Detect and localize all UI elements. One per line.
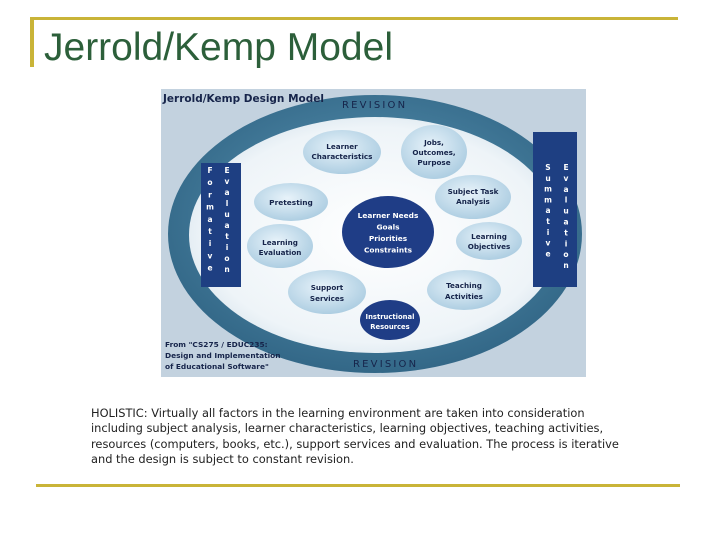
evaluation-right-letter: a [563, 218, 568, 227]
summative-letter: v [546, 239, 551, 248]
formative-letter: o [207, 178, 212, 187]
evaluation-left-letter: v [225, 177, 230, 186]
formative-letter: F [207, 166, 212, 175]
node-label-line: Teaching [446, 281, 482, 290]
pretesting-label: Pretesting [269, 198, 313, 207]
summative-evaluation-bar [533, 132, 577, 287]
evaluation-left-letter: l [226, 199, 229, 208]
summative-letter: m [544, 195, 552, 204]
source-line: From "CS275 / EDUC235: [165, 340, 268, 349]
slide-title: Jerrold/Kemp Model [44, 26, 393, 69]
summative-letter: i [547, 228, 550, 237]
node-label-line: Evaluation [259, 248, 302, 257]
summative-letter: t [546, 217, 550, 226]
node-label-line: Subject Task [448, 187, 499, 196]
source-citation: From "CS275 / EDUC235: Design and Impleme… [165, 340, 281, 371]
evaluation-left-letter: a [224, 188, 229, 197]
node-label-line: Instructional [366, 313, 415, 321]
formative-letter: a [207, 215, 212, 224]
learning-objectives-node [456, 222, 522, 260]
summative-letter: m [544, 185, 552, 194]
node-label-line: Services [310, 294, 344, 303]
summative-letter: e [545, 249, 550, 258]
node-label-line: Pretesting [269, 198, 313, 207]
source-line: Design and Implementation [165, 351, 281, 360]
node-label-line: Learning [471, 232, 507, 241]
subject-task-node [435, 175, 511, 219]
evaluation-left-letter: i [226, 243, 229, 252]
evaluation-right-letter: v [564, 174, 569, 183]
node-label-line: Resources [370, 323, 409, 331]
summative-letter: S [545, 163, 550, 172]
bottom-rule [36, 484, 680, 487]
learner-characteristics-node [303, 130, 381, 174]
evaluation-left-label: Evaluation [224, 166, 229, 274]
evaluation-left-letter: n [224, 265, 229, 274]
node-label-line: Activities [445, 292, 483, 301]
node-label-line: Objectives [468, 242, 511, 251]
node-label-line: Goals [376, 223, 400, 232]
node-label-line: Purpose [417, 158, 450, 167]
evaluation-left-letter: t [225, 232, 229, 241]
evaluation-right-label: Evaluation [563, 163, 568, 270]
learner-needs-node [342, 196, 434, 268]
evaluation-left-letter: E [224, 166, 229, 175]
summative-letter: a [545, 206, 550, 215]
evaluation-left-letter: u [224, 210, 229, 219]
jobs-outcomes-node [401, 125, 467, 179]
source-line: of Educational Software" [165, 362, 269, 371]
revision-top-label: REVISION [342, 100, 407, 111]
formative-letter: v [208, 251, 213, 260]
node-label-line: Outcomes, [412, 148, 455, 157]
teaching-activities-node [427, 270, 501, 310]
node-label-line: Characteristics [312, 152, 373, 161]
evaluation-right-letter: i [565, 239, 568, 248]
node-label-line: Support [311, 283, 344, 292]
evaluation-left-letter: a [224, 221, 229, 230]
evaluation-right-letter: a [563, 185, 568, 194]
jobs-outcomes-label: Jobs,Outcomes,Purpose [412, 138, 455, 167]
node-label-line: Jobs, [423, 138, 444, 147]
evaluation-right-letter: n [563, 261, 568, 270]
diagram-heading: Jerrold/Kemp Design Model [162, 93, 324, 105]
evaluation-left-letter: o [224, 254, 229, 263]
evaluation-right-letter: E [563, 163, 568, 172]
support-services-node [288, 270, 366, 314]
formative-letter: e [207, 264, 212, 273]
formative-letter: r [208, 190, 212, 199]
formative-letter: t [208, 227, 212, 236]
slide-caption: HOLISTIC: Virtually all factors in the l… [91, 406, 619, 467]
node-label-line: Learning [262, 238, 298, 247]
top-rule [30, 17, 678, 20]
summative-letter: u [545, 174, 550, 183]
formative-letter: i [209, 239, 212, 248]
evaluation-right-letter: o [563, 250, 568, 259]
pretesting-node [254, 183, 328, 221]
evaluation-right-letter: u [563, 207, 568, 216]
node-label-line: Learner Needs [358, 211, 419, 220]
learning-evaluation-node [247, 224, 313, 268]
node-label-line: Constraints [364, 246, 413, 255]
formative-letter: m [206, 203, 214, 212]
instructional-resources-node [360, 300, 420, 340]
evaluation-right-letter: t [564, 228, 568, 237]
left-rule [30, 17, 34, 67]
node-label-line: Priorities [369, 234, 408, 243]
evaluation-right-letter: l [565, 196, 568, 205]
revision-bottom-label: REVISION [353, 359, 418, 370]
node-label-line: Learner [326, 142, 358, 151]
formative-evaluation-bar [201, 163, 241, 287]
node-label-line: Analysis [456, 197, 490, 206]
